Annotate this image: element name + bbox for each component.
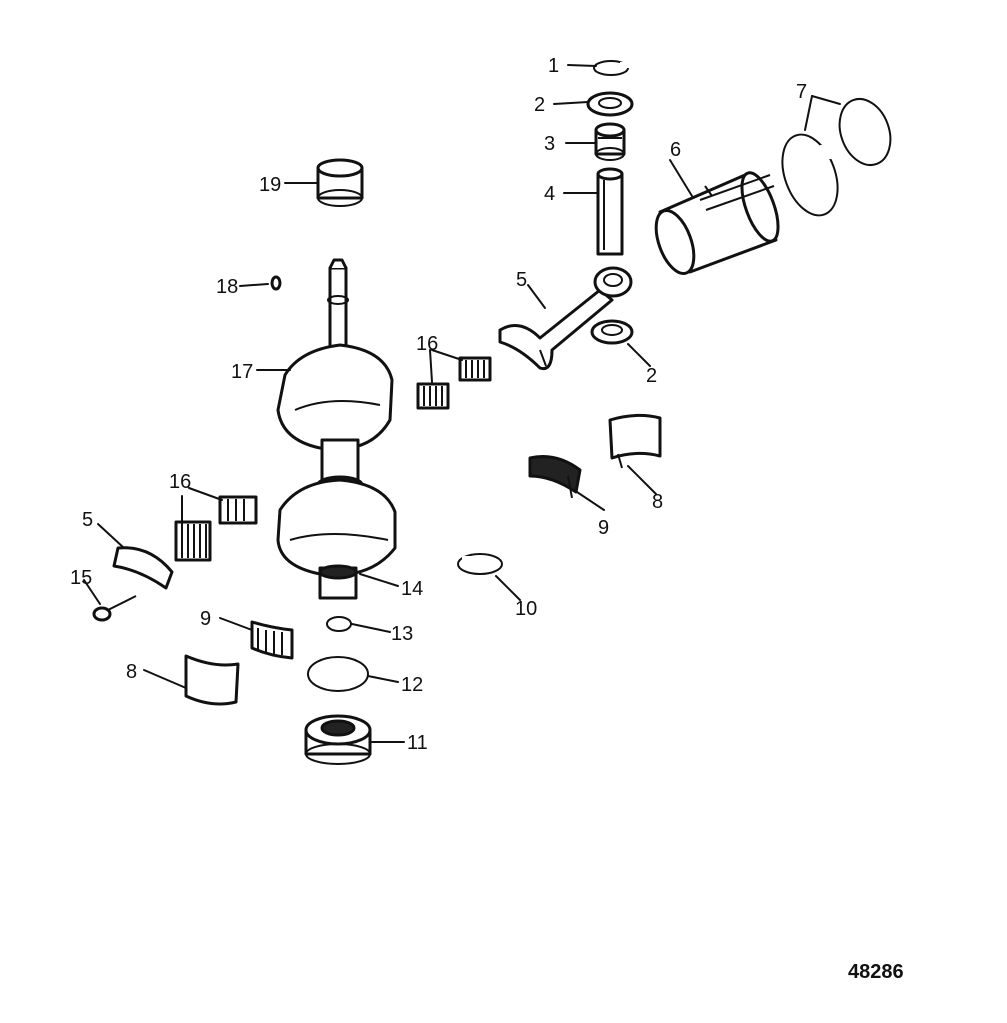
part-10-snap-ring <box>457 553 503 575</box>
part-16-needle-bearing-lower <box>174 495 258 562</box>
callout-13: 13 <box>391 623 413 645</box>
part-14-crankshaft-end <box>318 564 358 600</box>
callout-7: 7 <box>796 81 807 103</box>
part-13-o-ring <box>326 616 352 632</box>
callout-14: 14 <box>401 578 423 600</box>
callout-12: 12 <box>401 674 423 696</box>
part-17-crankshaft <box>276 258 397 577</box>
callout-16-upper: 16 <box>416 333 438 355</box>
part-16-needle-bearing-upper <box>416 356 492 410</box>
part-18-key <box>270 275 282 291</box>
callout-6: 6 <box>670 139 681 161</box>
part-4-piston-pin <box>596 167 624 256</box>
part-2-washer-top <box>586 91 634 117</box>
callout-10: 10 <box>515 598 537 620</box>
callout-16-lower: 16 <box>169 471 191 493</box>
part-5-rod-cap <box>112 546 174 590</box>
part-5-connecting-rod <box>498 266 633 371</box>
callout-8-right: 8 <box>652 491 663 513</box>
figure-number: 48286 <box>848 961 904 983</box>
callout-9-right: 9 <box>598 517 609 539</box>
callout-19: 19 <box>259 174 281 196</box>
callout-2-top: 2 <box>534 94 545 116</box>
part-6-piston <box>654 171 780 275</box>
part-1-retaining-ring <box>593 60 630 76</box>
callout-4: 4 <box>544 183 555 205</box>
part-2-washer-bottom <box>590 319 634 345</box>
callout-5-rod: 5 <box>516 269 527 291</box>
callout-15: 15 <box>70 567 92 589</box>
part-19-bearing <box>316 158 364 207</box>
callout-18: 18 <box>216 276 238 298</box>
part-9-bearing-half-lower <box>250 620 294 660</box>
callout-2-bottom: 2 <box>646 365 657 387</box>
leader-lines <box>83 64 841 743</box>
part-11-seal <box>304 714 372 765</box>
part-3-bushing <box>594 122 626 161</box>
callout-17: 17 <box>231 361 253 383</box>
part-7-piston-rings <box>781 98 892 217</box>
callout-11: 11 <box>407 732 428 754</box>
part-8-race-right <box>608 413 662 469</box>
part-12-o-ring-large <box>307 656 369 692</box>
callout-9-lower: 9 <box>200 608 211 630</box>
callout-8-lower: 8 <box>126 661 137 683</box>
part-8-race-lower <box>184 654 240 706</box>
part-15-bolt <box>92 595 137 622</box>
callout-1: 1 <box>548 55 559 77</box>
callout-5-cap: 5 <box>82 509 93 531</box>
callout-3: 3 <box>544 133 555 155</box>
part-9-bearing-half-right <box>528 455 582 499</box>
